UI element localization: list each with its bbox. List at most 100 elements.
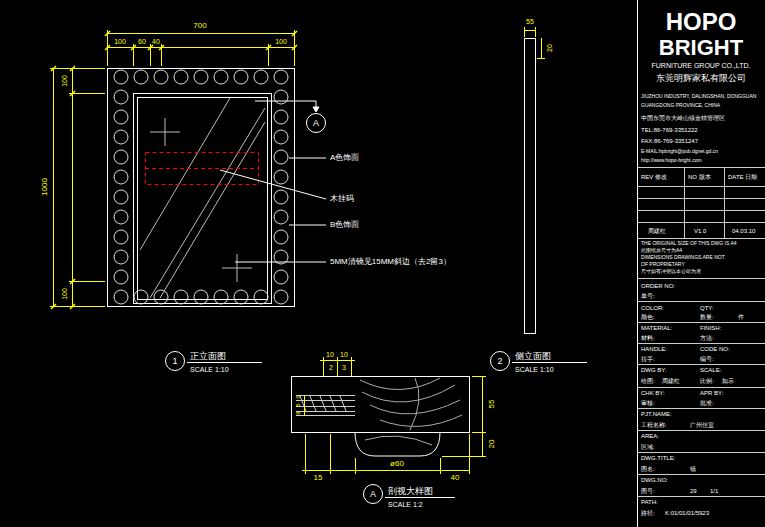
drawing-label: 编号: <box>700 356 714 362</box>
drawing-label: APR BY: <box>700 390 723 396</box>
dimension-text: 3 <box>342 364 346 371</box>
drawing-label: 图名: <box>641 466 655 472</box>
drawing-label: DIMENSIONS DRAWINGS ARE NOT <box>641 255 725 260</box>
drawing-label: 镜 <box>690 466 696 472</box>
drawing-label: GUANGDONG PROVINCE, CHINA <box>641 103 720 108</box>
drawing-label: SCALE 1:10 <box>515 366 554 373</box>
drawing-label: FINISH: <box>700 325 721 331</box>
drawing-label: 5MM清镜见15MM斜边（去2留3） <box>330 258 451 266</box>
callout-letter: 2 <box>497 357 502 366</box>
drawing-label: DWG BY: <box>641 367 667 373</box>
drawing-label: 广州佳宜 <box>690 422 714 428</box>
drawing-label: DATE 日期 <box>728 174 757 180</box>
drawing-label: 材料: <box>641 335 655 341</box>
dimension-text: 40 <box>451 474 460 482</box>
dimension-text: 15 <box>314 474 323 482</box>
dimension-text: 60 <box>138 38 146 45</box>
drawing-label: 件 <box>738 314 744 320</box>
drawing-label: CHK BY: <box>641 390 665 396</box>
dimension-text: 9 <box>295 411 301 414</box>
drawing-label: 工程名称: <box>641 422 667 428</box>
drawing-label: FURNITURE GROUP CO.,LTD. <box>652 62 751 69</box>
drawing-label: 04.03.10 <box>732 228 755 234</box>
drawing-label: 区域: <box>641 444 655 450</box>
dimension-text: 100 <box>275 38 287 45</box>
drawing-label: 图号: <box>641 488 655 494</box>
drawing-label: 尺寸如有冲突以本公司为准 <box>641 269 701 274</box>
drawing-label: 东莞明辉家私有限公司 <box>656 74 746 83</box>
dimension-text: 100 <box>114 38 126 45</box>
drawing-label: DWG.NO: <box>641 477 668 483</box>
dimension-text: 100 <box>61 288 68 300</box>
drawing-label: 周建红 <box>662 378 680 384</box>
drawing-label: BRIGHT <box>659 37 743 59</box>
drawing-label: QTY: <box>700 305 714 311</box>
drawing-label: 正立面图 <box>190 352 226 361</box>
detail-callout: A <box>306 113 326 133</box>
view-number-circle: 1 <box>165 351 185 371</box>
drawing-label: 颜色: <box>641 314 655 320</box>
drawing-label: 批准: <box>700 400 714 406</box>
drawing-label: http://www.hopo-bright.com <box>641 158 702 163</box>
drawing-label: REV 修改 <box>641 174 667 180</box>
drawing-label: PATH: <box>641 499 658 505</box>
drawing-label: B色饰面 <box>330 221 359 229</box>
drawing-label: 剖视大样图 <box>388 487 433 496</box>
drawing-label: 数量: <box>700 314 714 320</box>
drawing-label: 29 <box>690 488 697 494</box>
dimension-text: ø60 <box>390 460 404 468</box>
callout-letter: A <box>313 119 319 128</box>
dimension-text: 700 <box>193 22 206 30</box>
dimension-text: 10 <box>326 351 334 358</box>
drawing-label: JIUZHOU INDUSTRY, DALINGSHAN, DONGGUAN <box>641 94 756 99</box>
drawing-label: 单号: <box>641 293 655 299</box>
drawing-label: THE ORIGINAL SIZE OF THIS DWG IS A4 <box>641 241 737 246</box>
drawing-label: FAX:86-769-3351247 <box>641 138 698 144</box>
dimension-text: 6 <box>295 395 301 398</box>
drawing-label: 拉手: <box>641 356 655 362</box>
callout-letter: 1 <box>172 357 177 366</box>
dimension-text: 55 <box>526 18 534 25</box>
drawing-label: SCALE 1:10 <box>190 366 229 373</box>
dimension-text: 20 <box>488 440 496 449</box>
drawing-label: HANDLE: <box>641 346 667 352</box>
drawing-label: PJT.NAME: <box>641 411 672 417</box>
drawing-label: K:01/01/01/5923 <box>665 510 709 516</box>
drawing-label: COLOR: <box>641 305 664 311</box>
drawing-label: HOPO <box>666 10 737 34</box>
drawing-label: OF PROPRIETARY <box>641 262 685 267</box>
drawing-label: ORDER NO: <box>641 283 675 289</box>
dimension-text: 5 <box>295 403 301 406</box>
drawing-label: SCALE: <box>700 367 721 373</box>
drawing-label: A色饰面 <box>330 154 359 162</box>
drawing-label: 方法: <box>700 335 714 341</box>
dimension-text: 100 <box>61 75 68 87</box>
drawing-label: 如示 <box>722 378 734 384</box>
drawing-label: 此图纸原尺寸为A4 <box>641 248 682 253</box>
drawing-label: 中国东莞市大岭山镇金桔管理区 <box>641 115 725 121</box>
dimension-text: 40 <box>152 38 160 45</box>
view-number-circle: 2 <box>490 351 510 371</box>
drawing-label: TEL:86-769-3351222 <box>641 127 698 133</box>
dimension-text: 55 <box>488 400 496 409</box>
drawing-label: 木挂码 <box>330 195 354 203</box>
dimension-text: 20 <box>546 44 553 52</box>
dimension-text: 2 <box>329 364 333 371</box>
dimension-text: 1000 <box>41 178 49 196</box>
drawing-label: CODE NO: <box>700 346 730 352</box>
drawing-label: AREA: <box>641 433 659 439</box>
drawing-label: 侧立面图 <box>515 352 551 361</box>
dimension-text: 10 <box>340 351 348 358</box>
drawing-label: 路径: <box>641 510 655 516</box>
drawing-label: E-MAIL:hpbright@pub.dgnet.gd.cn <box>641 149 718 154</box>
drawing-label: NO 版本 <box>688 174 711 180</box>
callout-letter: A <box>370 490 376 499</box>
view-number-circle: A <box>363 484 383 504</box>
drawing-label: 审核: <box>641 400 655 406</box>
drawing-label: SCALE 1:2 <box>388 501 423 508</box>
drawing-label: V1.0 <box>694 228 706 234</box>
drawing-label: 绘图: <box>641 378 655 384</box>
drawing-label: 周建红 <box>648 228 666 234</box>
drawing-label: 比例: <box>700 378 714 384</box>
